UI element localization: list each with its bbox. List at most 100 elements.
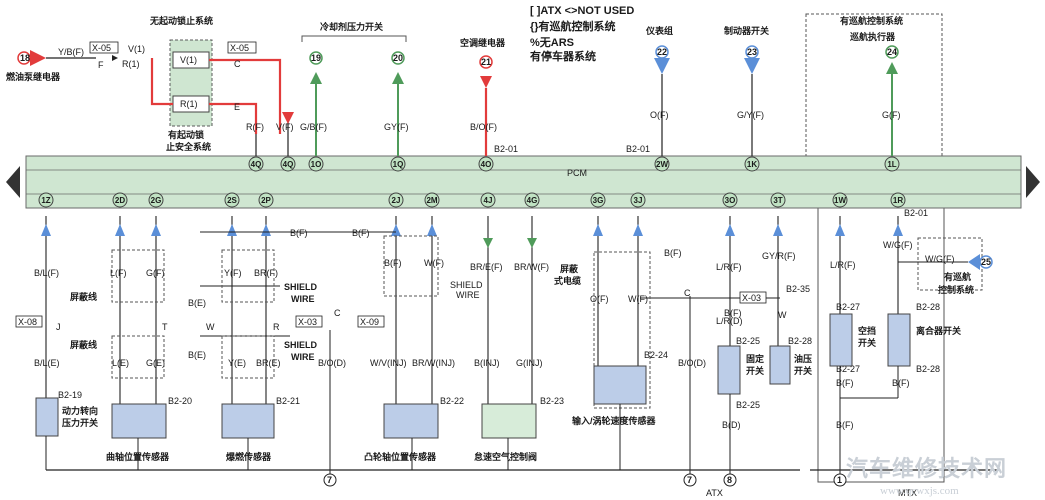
pin-label: T [162,322,168,332]
circle-label: 21 [481,57,491,67]
pin-id: 4O [481,160,492,169]
wire-label: B(F) [836,378,854,388]
circle-connector-icon [17,51,31,65]
pcm-top-pin: 1Q [390,156,406,172]
mtx-label: MTX [898,488,917,498]
connector-label: B2-27 [836,302,860,312]
wire-arrow-icon [115,224,125,236]
refrigerant-switch: 冷却剂压力开关 19 G/B(F) 20 GY(F) [300,21,409,156]
circle-label: 19 [311,53,321,63]
shield-label: 屏蔽线 [70,339,97,350]
idle-valve-label: 怠速空气控制阀 [474,451,537,462]
ac-relay-label: 空调继电器 [460,37,506,48]
wire-label: W/G(F) [925,254,955,264]
connector-label: B2-28 [916,364,940,374]
wire-label: BR(F) [254,268,278,278]
connector-label: B2-27 [836,364,860,374]
pin-id: 4G [527,196,538,205]
connector-label: B2-01 [904,208,928,218]
pin-id: 1K [747,160,757,169]
wire-label: G(INJ) [516,358,543,368]
pcm-bottom-pin: 3G [590,192,606,208]
wire-arrow-icon [773,224,783,236]
wire-label: B/O(F) [470,122,497,132]
wire-label: B(E) [188,350,206,360]
legend: [ ]ATX <>NOT USED {}有巡航控制系统 %无ARS 有停车器系统 [530,5,634,63]
pcm-bottom-pin: 2P [258,192,274,208]
pin-label: R(1) [180,99,198,109]
connector-label: B2-20 [168,396,192,406]
interlock-system: 无起动锁止系统 V(1) R(1) 有起动锁 止安全系统 X-05 C E R(… [149,15,294,156]
pin-label: J [56,322,61,332]
fuel-pump-relay: 18 燃油泵继电器 Y/B(F) X-05 F V(1) R(1) [6,41,145,82]
wire-label: W/G(F) [883,240,913,250]
pcm-bottom-pin: 2J [388,192,404,208]
red-connector-icon [30,50,46,66]
pcm-label: PCM [567,168,587,178]
cruise-input: 25 [898,237,993,291]
shield-wire-label: WIRE [456,290,480,300]
shield-wire-label: SHIELD [450,280,483,290]
wire-label: BR/W(INJ) [412,358,455,368]
pin-id: 1L [887,160,896,169]
wire-label: O(F) [590,294,609,304]
shield-wire-label: SHIELD [284,282,318,292]
watermark-text: 汽车维修技术网 [846,456,1007,481]
pin-id: 2W [656,160,668,169]
legend-line: {}有巡航控制系统 [530,19,616,33]
wire-arrow-icon [633,224,643,236]
wire-label: B(INJ) [474,358,500,368]
wire-label: B(F) [352,228,370,238]
turbine-sensor-label: 输入/涡轮速度传感器 [572,415,657,426]
park-switch-label: 开关 [746,365,764,376]
pin-label: W [206,322,215,332]
wire-label: B(D) [722,420,741,430]
wire-arrow-icon [391,224,401,236]
clutch-switch-label: 离合器开关 [916,325,961,336]
pcm-bottom-pin: 1Z [38,192,54,208]
cruise-actuator: 有巡航控制系统 巡航执行器 24 G(F) [840,15,903,156]
mid-labels: B/L(F) L(F) G(F) Y(F) BR(F) B(F) B(F) B(… [34,208,974,362]
wire-arrow-icon [151,224,161,236]
knock-sensor-label: 爆燃传感器 [226,451,272,462]
brake-switch: 制动器开关 23 G/Y(F) [724,25,769,156]
pin-id: 2D [115,196,125,205]
connector-label: B2-25 [736,400,760,410]
pin-label: C [334,308,341,318]
watermark: 汽车维修技术网 www.qcwxjs.com [846,456,1007,497]
wire-label: B(F) [384,258,402,268]
interlock-safety-label: 有起动锁 [168,129,204,140]
pin-label: R(1) [122,59,140,69]
instrument-cluster-label: 仪表组 [645,25,673,36]
pin-id: 2J [392,196,401,205]
connector-label: B2-23 [540,396,564,406]
pcm-bottom-pin: 3J [630,192,646,208]
wire-label: B(F) [724,308,742,318]
pcm-top-pin: 1K [744,156,760,172]
wire-label: BR/W(F) [514,262,549,272]
pcm-top-pin: 1O [308,156,324,172]
wire-label: BR(E) [256,358,281,368]
connector-x09: X-09 [360,317,379,327]
wire-arrow-icon [41,224,51,236]
wire-label: Y(F) [224,268,242,278]
wire-label: B/L(F) [34,268,59,278]
shield-wire-label: SHIELD [284,340,318,350]
pcm-bottom-pin: 3O [722,192,738,208]
pin-id: 3G [593,196,604,205]
wire-label: B(F) [892,378,910,388]
wire-label: L(F) [110,268,127,278]
pcm-bottom-pin: 3T [770,192,786,208]
wire-arrow-icon [527,238,537,248]
circle-connector-icon [745,45,759,59]
wire-label: W(F) [628,294,648,304]
wire-label: V(F) [276,122,294,132]
refrigerant-switch-label: 冷却剂压力开关 [320,21,383,32]
pcm-bottom-pin: 2G [148,192,164,208]
sensors: B2-19 动力转向 压力开关 B2-20 曲轴位置传感器 B2-21 爆燃传感… [35,308,961,462]
pcm-bar: PCM [6,155,1040,209]
pin-label: C [234,59,241,69]
interlock-system-label: 无起动锁止系统 [149,15,213,26]
